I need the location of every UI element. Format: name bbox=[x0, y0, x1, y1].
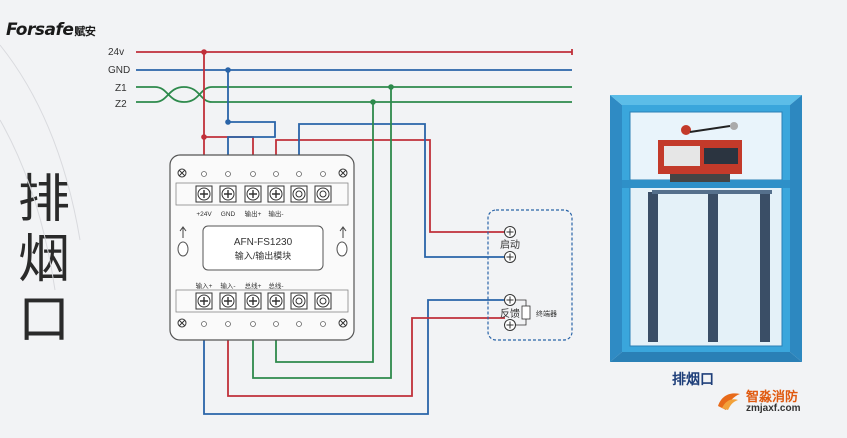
title-char: 排 bbox=[17, 171, 70, 229]
bus-line-z2 bbox=[136, 86, 572, 103]
terminal-label: 输入- bbox=[220, 281, 235, 290]
junction-dot bbox=[225, 67, 231, 73]
decor-arc bbox=[0, 119, 56, 291]
bus-label-z2: Z2 bbox=[115, 99, 127, 110]
terminal-label: 总线- bbox=[268, 281, 283, 290]
bus-label-z1: Z1 bbox=[115, 83, 127, 94]
damper-illustration bbox=[610, 95, 802, 362]
module-label-box bbox=[202, 225, 324, 271]
terminal-label: 输入+ bbox=[196, 281, 213, 290]
bus-label-24v: 24v bbox=[108, 47, 124, 58]
watermark-cn: 智淼消防 bbox=[746, 389, 799, 404]
junction-dot bbox=[201, 49, 207, 55]
top-terminals bbox=[195, 185, 332, 203]
bus-line-z1 bbox=[136, 86, 572, 103]
brand-name-cn: 赋安 bbox=[74, 25, 96, 38]
terminal-holes bbox=[201, 171, 326, 327]
indicator-led bbox=[177, 241, 189, 257]
feedback-label: 反馈 bbox=[500, 307, 520, 320]
arrow-up-icon bbox=[339, 226, 347, 238]
wire-bus-minus bbox=[275, 102, 374, 363]
wire-bus-plus bbox=[252, 87, 392, 379]
terminal-label: 总线+ bbox=[245, 281, 262, 290]
title-char: 烟 bbox=[17, 231, 70, 289]
module-desc: 输入/输出模块 bbox=[235, 250, 292, 261]
top-terminal-strip bbox=[175, 182, 349, 206]
damper-terminals bbox=[504, 226, 516, 331]
arrow-up-icon bbox=[179, 226, 187, 238]
eol-label: 终端器 bbox=[536, 309, 557, 318]
terminal-label: GND bbox=[221, 211, 236, 218]
indicator-led bbox=[336, 241, 348, 257]
decor-arc bbox=[0, 44, 81, 241]
title-char: 口 bbox=[17, 291, 70, 349]
terminal-label: 输出+ bbox=[245, 209, 262, 218]
brand-logo: Forsafe赋安 bbox=[6, 20, 96, 40]
photo-caption: 排烟口 bbox=[672, 371, 714, 387]
terminal-label: 输出- bbox=[268, 209, 283, 218]
wire-output-plus bbox=[275, 139, 505, 233]
bottom-terminal-strip bbox=[175, 289, 349, 313]
wire-gnd-drop bbox=[227, 70, 276, 155]
junction-dot bbox=[201, 134, 207, 140]
junction-dot bbox=[225, 119, 231, 125]
flame-logo-icon bbox=[718, 393, 740, 410]
module-model: AFN-FS1230 bbox=[234, 237, 293, 248]
wire-input-plus bbox=[203, 299, 505, 415]
start-label: 启动 bbox=[500, 238, 520, 251]
watermark-url: zmjaxf.com bbox=[746, 403, 801, 414]
bus-label-gnd: GND bbox=[108, 65, 130, 76]
wire-input-minus bbox=[227, 317, 505, 397]
terminal-label: +24V bbox=[196, 211, 212, 218]
damper-terminal-box bbox=[487, 209, 573, 341]
brand-name: Forsafe bbox=[6, 20, 74, 40]
bottom-terminals bbox=[195, 292, 332, 310]
vertical-title: 排 烟 口 bbox=[14, 170, 74, 350]
wire-output-minus bbox=[298, 123, 505, 258]
eol-resistor-icon bbox=[521, 305, 531, 320]
corner-screws bbox=[177, 168, 348, 328]
